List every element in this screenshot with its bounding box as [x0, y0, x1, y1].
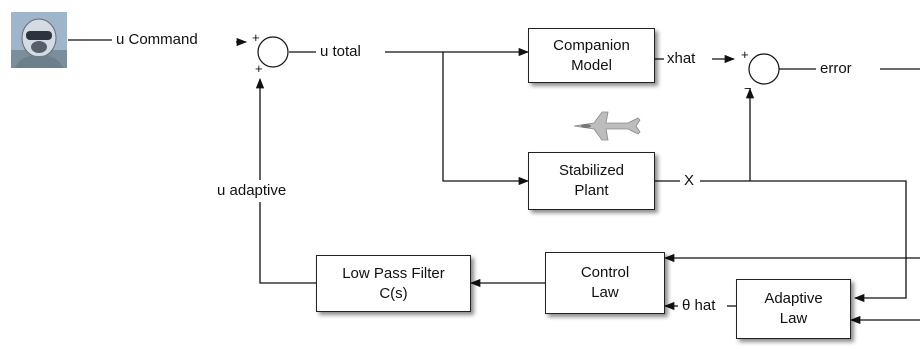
- sum2-plus-left: +: [741, 47, 749, 62]
- signal-xhat: xhat: [665, 50, 698, 68]
- block-line: Model: [571, 56, 612, 74]
- signal-u-adaptive: u adaptive: [215, 182, 289, 200]
- pilot-photo: [11, 12, 67, 68]
- signal-u-total: u total: [318, 43, 363, 61]
- signal-error: error: [818, 60, 854, 78]
- jet-aircraft-graphic: [573, 111, 641, 141]
- wire-lpf-feedback: [259, 202, 316, 284]
- sum1-plus-bottom: +: [255, 61, 263, 76]
- signal-x: X: [682, 172, 697, 190]
- wire-to-plant: [442, 52, 530, 186]
- block-line: Adaptive: [764, 290, 823, 307]
- block-line: Plant: [574, 182, 609, 199]
- signal-u-command: u Command: [114, 31, 200, 49]
- sum1-plus-top: +: [252, 30, 260, 45]
- wire-x-right: [700, 180, 907, 303]
- block-line: Control: [580, 264, 630, 281]
- block-line: C(s): [379, 284, 408, 302]
- summing-junction-1: [257, 36, 289, 68]
- block-line: Law: [591, 284, 619, 301]
- jet-aircraft: [572, 106, 642, 146]
- block-line: Law: [779, 310, 808, 327]
- summing-junction-2: [748, 53, 780, 85]
- block-line: Stabilized: [558, 162, 625, 179]
- pilot-photo-graphic: [11, 12, 67, 68]
- signal-theta-hat: θ hat: [680, 297, 718, 315]
- block-line: Low Pass Filter: [342, 264, 445, 282]
- sum2-minus-bottom: −: [744, 81, 752, 96]
- block-line: Companion: [553, 36, 630, 54]
